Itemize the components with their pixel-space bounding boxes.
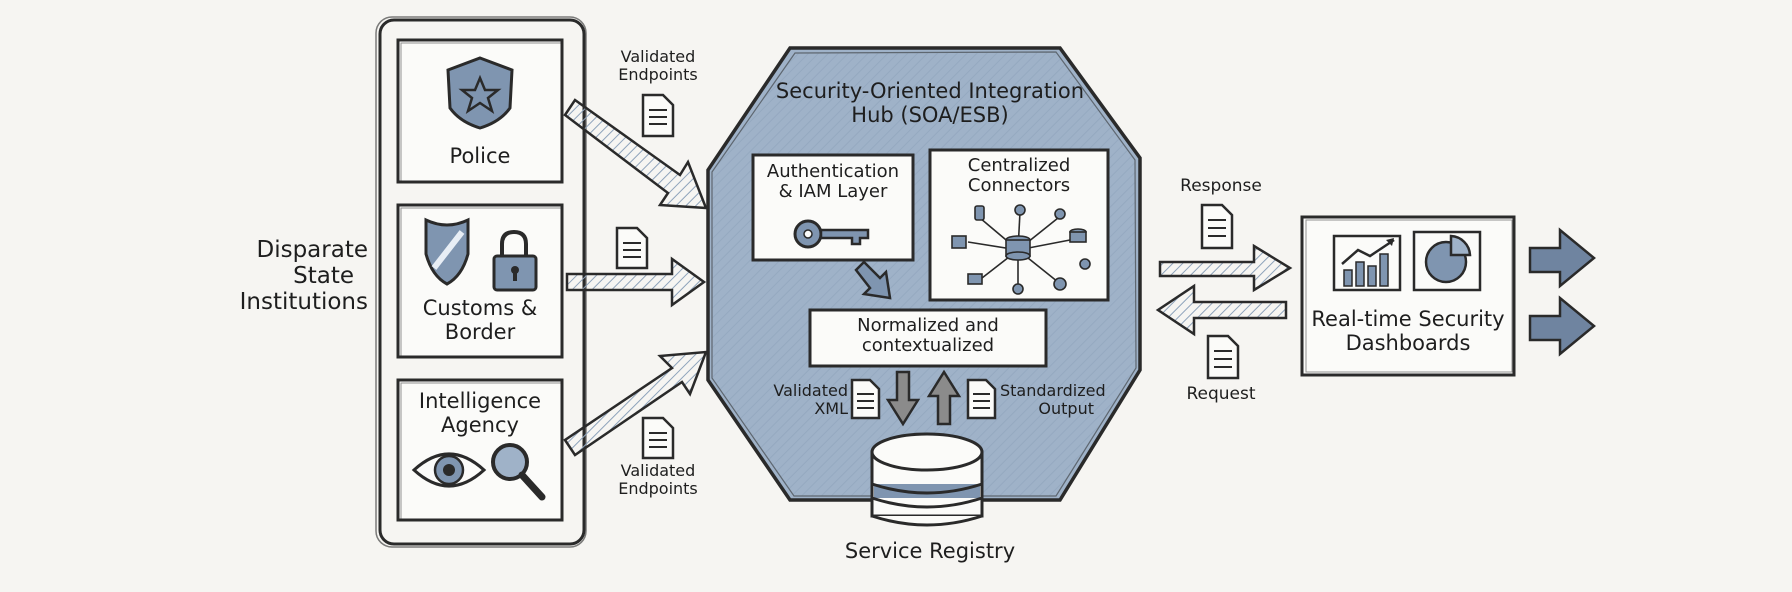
input-arrow-customs — [565, 256, 707, 308]
label-line: Standardized — [1000, 381, 1106, 400]
label-line: Intelligence — [418, 389, 542, 413]
document-icon — [641, 93, 675, 138]
customs-label: Customs & Border — [398, 296, 562, 344]
input-arrow-police — [563, 98, 708, 210]
dashboard-label: Real-time Security Dashboards — [1302, 307, 1514, 355]
connectors-label: Centralized Connectors — [930, 155, 1108, 197]
validated-xml-label: Validated XML — [768, 382, 848, 418]
padlock-icon — [492, 229, 538, 292]
bar-chart-icon — [1332, 234, 1402, 292]
service-registry-label: Service Registry — [844, 539, 1016, 563]
label-line: State — [293, 262, 354, 289]
label-line: XML — [814, 398, 848, 418]
document-icon — [641, 416, 675, 460]
auth-iam-box — [751, 153, 915, 262]
label-line: Border — [444, 319, 516, 344]
response-label: Response — [1180, 176, 1262, 196]
label-line: Normalized and — [857, 315, 999, 336]
auth-to-normalized-arrow — [854, 260, 892, 300]
request-arrow — [1155, 283, 1288, 337]
label-line: Real-time Security — [1311, 307, 1505, 331]
label-line: Validated — [620, 461, 696, 480]
down-arrow — [885, 370, 921, 427]
database-icon — [870, 432, 984, 527]
shield-icon — [424, 217, 470, 286]
standardized-output-label: Standardized Output — [1000, 382, 1110, 418]
magnifier-icon — [491, 443, 546, 501]
request-label: Request — [1186, 384, 1256, 404]
document-icon — [1200, 203, 1234, 250]
label-line: Disparate — [256, 237, 369, 263]
normalized-label: Normalized and contextualized — [810, 315, 1046, 357]
label-line: Centralized — [967, 155, 1071, 176]
label-line: Hub (SOA/ESB) — [851, 102, 1009, 127]
label-line: Output — [1038, 398, 1094, 418]
input-arrow-intel — [563, 350, 708, 457]
document-icon — [615, 226, 649, 270]
output-arrow-bottom — [1528, 295, 1596, 357]
disparate-institutions-label: Disparate State Institutions — [236, 237, 369, 315]
validated-endpoints-bottom-label: Validated Endpoints — [608, 462, 708, 498]
document-icon — [966, 378, 997, 420]
label-line: Security-Oriented Integration — [775, 79, 1085, 103]
up-arrow — [926, 369, 962, 426]
label-line: Agency — [441, 412, 519, 437]
connector-hub-diagram — [951, 204, 1091, 295]
intelligence-box — [396, 378, 564, 522]
label-line: Endpoints — [618, 64, 698, 84]
police-label: Police — [449, 144, 511, 168]
label-line: Customs & — [422, 296, 538, 320]
key-icon — [793, 219, 870, 249]
eye-icon — [411, 452, 487, 488]
label-line: Endpoints — [618, 478, 698, 498]
normalized-box — [808, 308, 1048, 368]
label-line: Authentication — [766, 161, 900, 182]
document-icon — [1206, 334, 1240, 380]
label-line: Validated — [773, 381, 848, 400]
label-line: Dashboards — [1345, 330, 1471, 355]
validated-endpoints-top-label: Validated Endpoints — [608, 48, 708, 84]
dashboard-box — [1300, 215, 1516, 377]
response-arrow — [1158, 243, 1293, 293]
auth-iam-label: Authentication & IAM Layer — [753, 161, 913, 203]
label-line: Institutions — [239, 288, 368, 315]
document-icon — [850, 378, 881, 420]
police-badge-icon — [446, 56, 514, 130]
intelligence-label: Intelligence Agency — [398, 389, 562, 437]
label-line: Validated — [620, 47, 696, 66]
hub-title: Security-Oriented Integration Hub (SOA/E… — [760, 79, 1100, 127]
label-line: Connectors — [967, 175, 1071, 197]
pie-chart-icon — [1412, 230, 1482, 292]
output-arrow-top — [1528, 227, 1596, 289]
label-line: & IAM Layer — [778, 181, 888, 203]
label-line: contextualized — [861, 335, 995, 357]
